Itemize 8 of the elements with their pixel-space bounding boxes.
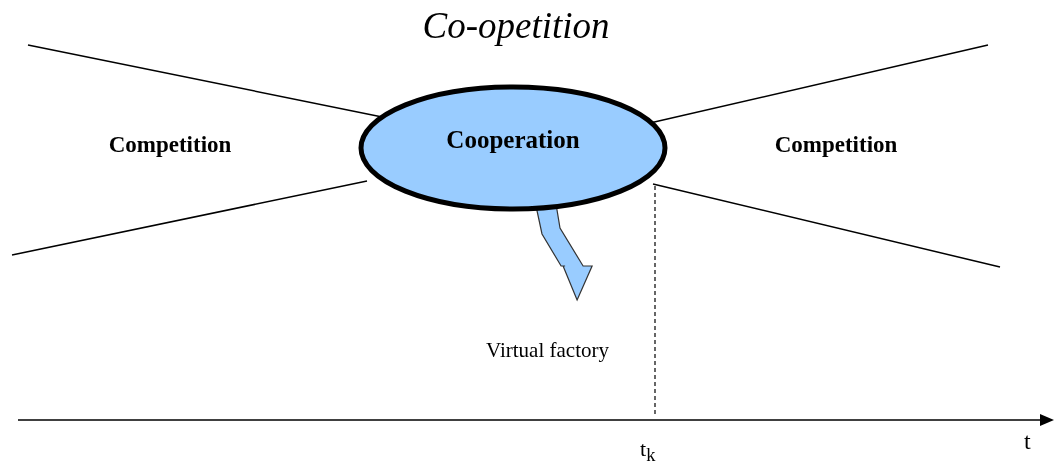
axis-label: t bbox=[1024, 428, 1031, 455]
region-label: Cooperation bbox=[446, 126, 580, 154]
region-label: Competition bbox=[108, 132, 232, 158]
time-marker-label: t$_{k}$ bbox=[640, 436, 656, 466]
outcome-label: Virtual factory bbox=[486, 337, 609, 363]
cooperation-ellipse bbox=[358, 84, 668, 212]
diagram-title: Co-opetition bbox=[421, 4, 611, 47]
region-label: Competition bbox=[774, 132, 898, 158]
